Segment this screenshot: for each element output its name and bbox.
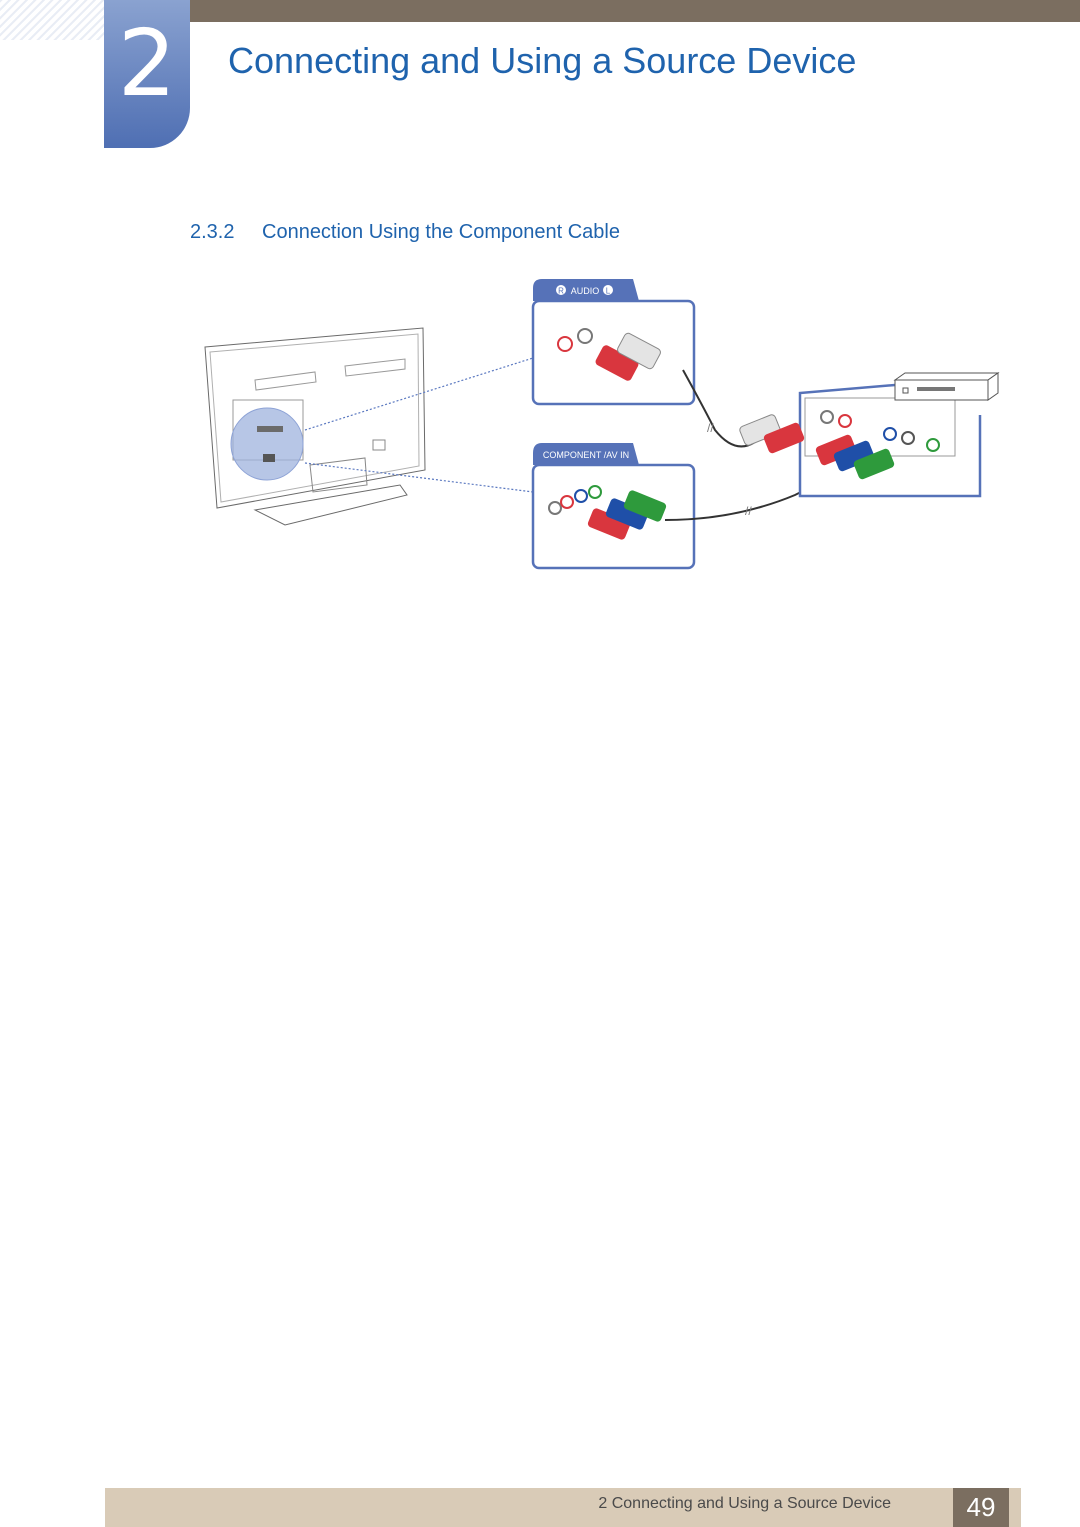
chapter-number: 2 — [117, 10, 177, 117]
connection-diagram: R AUDIO L COMPONENT /AV IN // // — [204, 279, 1000, 570]
page-number: 49 — [953, 1488, 1009, 1527]
source-audio-plug-white — [739, 414, 781, 446]
component-port-callout: COMPONENT /AV IN — [531, 443, 696, 570]
header-decoration — [0, 0, 105, 40]
audio-label-l: L — [606, 287, 611, 296]
component-label: COMPONENT /AV IN — [543, 450, 629, 460]
cable-break-mark: // — [745, 504, 752, 518]
source-device-illustration — [893, 372, 1000, 401]
source-component-plug-red — [815, 434, 857, 466]
source-component-plug-green — [853, 448, 895, 480]
chapter-tab: 2 — [104, 0, 190, 148]
audio-plug-white — [617, 332, 661, 370]
section-heading: 2.3.2 Connection Using the Component Cabl… — [190, 221, 620, 244]
section-number: 2.3.2 — [190, 221, 235, 243]
footer-chapter-title: 2 Connecting and Using a Source Device — [598, 1495, 891, 1512]
component-plug-red — [587, 508, 631, 540]
audio-label: AUDIO — [571, 286, 600, 296]
audio-label-r: R — [558, 287, 564, 296]
chapter-title: Connecting and Using a Source Device — [228, 40, 857, 81]
component-plug-blue — [605, 498, 649, 530]
port-highlight — [230, 407, 304, 481]
source-audio-plug-red — [763, 422, 805, 454]
audio-port-callout: R AUDIO L — [531, 279, 696, 406]
audio-plug-red — [595, 345, 639, 381]
source-device-callout — [739, 383, 982, 498]
monitor-rear-illustration — [204, 327, 426, 526]
header-bar — [190, 0, 1080, 22]
component-plug-green — [623, 490, 667, 522]
section-title: Connection Using the Component Cable — [262, 221, 620, 243]
audio-cable — [682, 369, 756, 448]
page-footer: 2 Connecting and Using a Source Device 4… — [105, 1488, 1021, 1527]
source-component-plug-blue — [833, 440, 875, 472]
cable-break-mark: // — [707, 421, 714, 435]
